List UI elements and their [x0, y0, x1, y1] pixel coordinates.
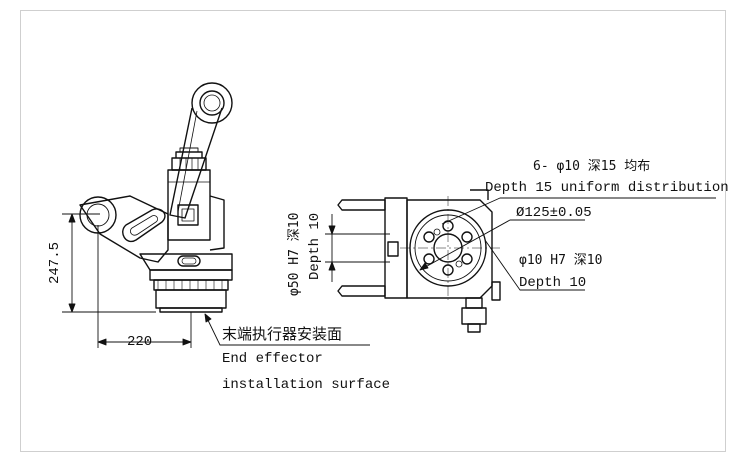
drawing-frame [20, 10, 726, 452]
install-surface-label-en-2: installation surface [222, 377, 391, 393]
flange-end-view [337, 189, 501, 333]
bore-label-en: Depth 10 [307, 212, 323, 280]
install-surface-label-cn: 末端执行器安装面 [222, 325, 343, 343]
pcd-label: Ø125±0.05 [516, 205, 592, 221]
dimension-lines-right [325, 197, 716, 291]
pin-label-en: Depth 10 [519, 275, 587, 291]
holes-label-cn: 6- φ10 深15 均布 [533, 159, 651, 174]
dimension-lines-left [62, 213, 370, 348]
pin-label-cn: φ10 H7 深10 [519, 253, 603, 268]
robot-side-view [79, 82, 233, 313]
dimension-height-label: 247.5 [47, 241, 63, 284]
install-surface-label-en-1: End effector [222, 351, 323, 367]
holes-label-en: Depth 15 uniform distribution [485, 180, 729, 196]
bore-label-cn: φ50 H7 深10 [287, 212, 302, 296]
dimension-width-label: 220 [127, 334, 153, 350]
